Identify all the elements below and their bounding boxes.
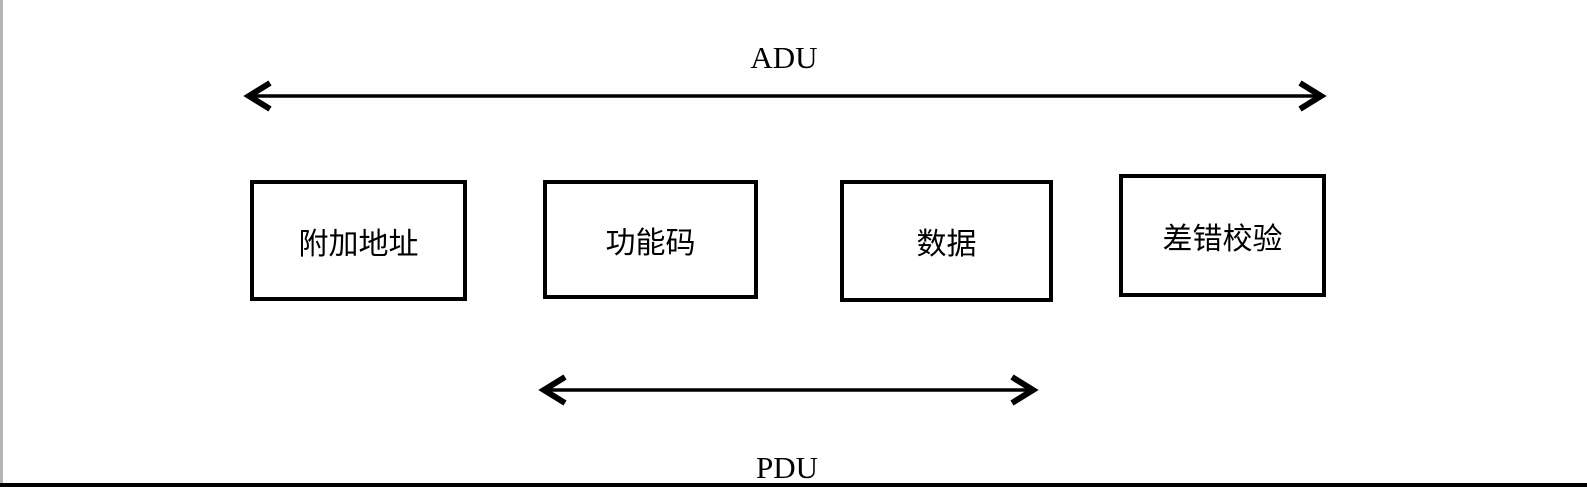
field-box-label: 差错校验 bbox=[1162, 222, 1283, 256]
left-arrowhead-icon bbox=[538, 374, 567, 406]
field-box-label: 功能码 bbox=[605, 226, 696, 260]
pdu-label: PDU bbox=[755, 450, 818, 485]
page-left-edge-line bbox=[0, 0, 3, 487]
field-box-data: 数据 bbox=[840, 180, 1053, 302]
left-arrowhead-icon bbox=[243, 80, 272, 112]
right-arrowhead-icon bbox=[1010, 374, 1039, 406]
field-box-additional-address: 附加地址 bbox=[250, 180, 467, 301]
field-box-function-code: 功能码 bbox=[543, 180, 758, 299]
adu-label: ADU bbox=[750, 40, 818, 75]
page-bottom-edge-line bbox=[0, 483, 1587, 487]
field-box-label: 数据 bbox=[916, 228, 977, 261]
pdu-double-arrow bbox=[538, 374, 1039, 406]
field-box-label: 附加地址 bbox=[298, 227, 419, 261]
field-box-error-check: 差错校验 bbox=[1119, 174, 1326, 297]
right-arrowhead-icon bbox=[1298, 80, 1327, 112]
adu-double-arrow bbox=[243, 80, 1327, 112]
